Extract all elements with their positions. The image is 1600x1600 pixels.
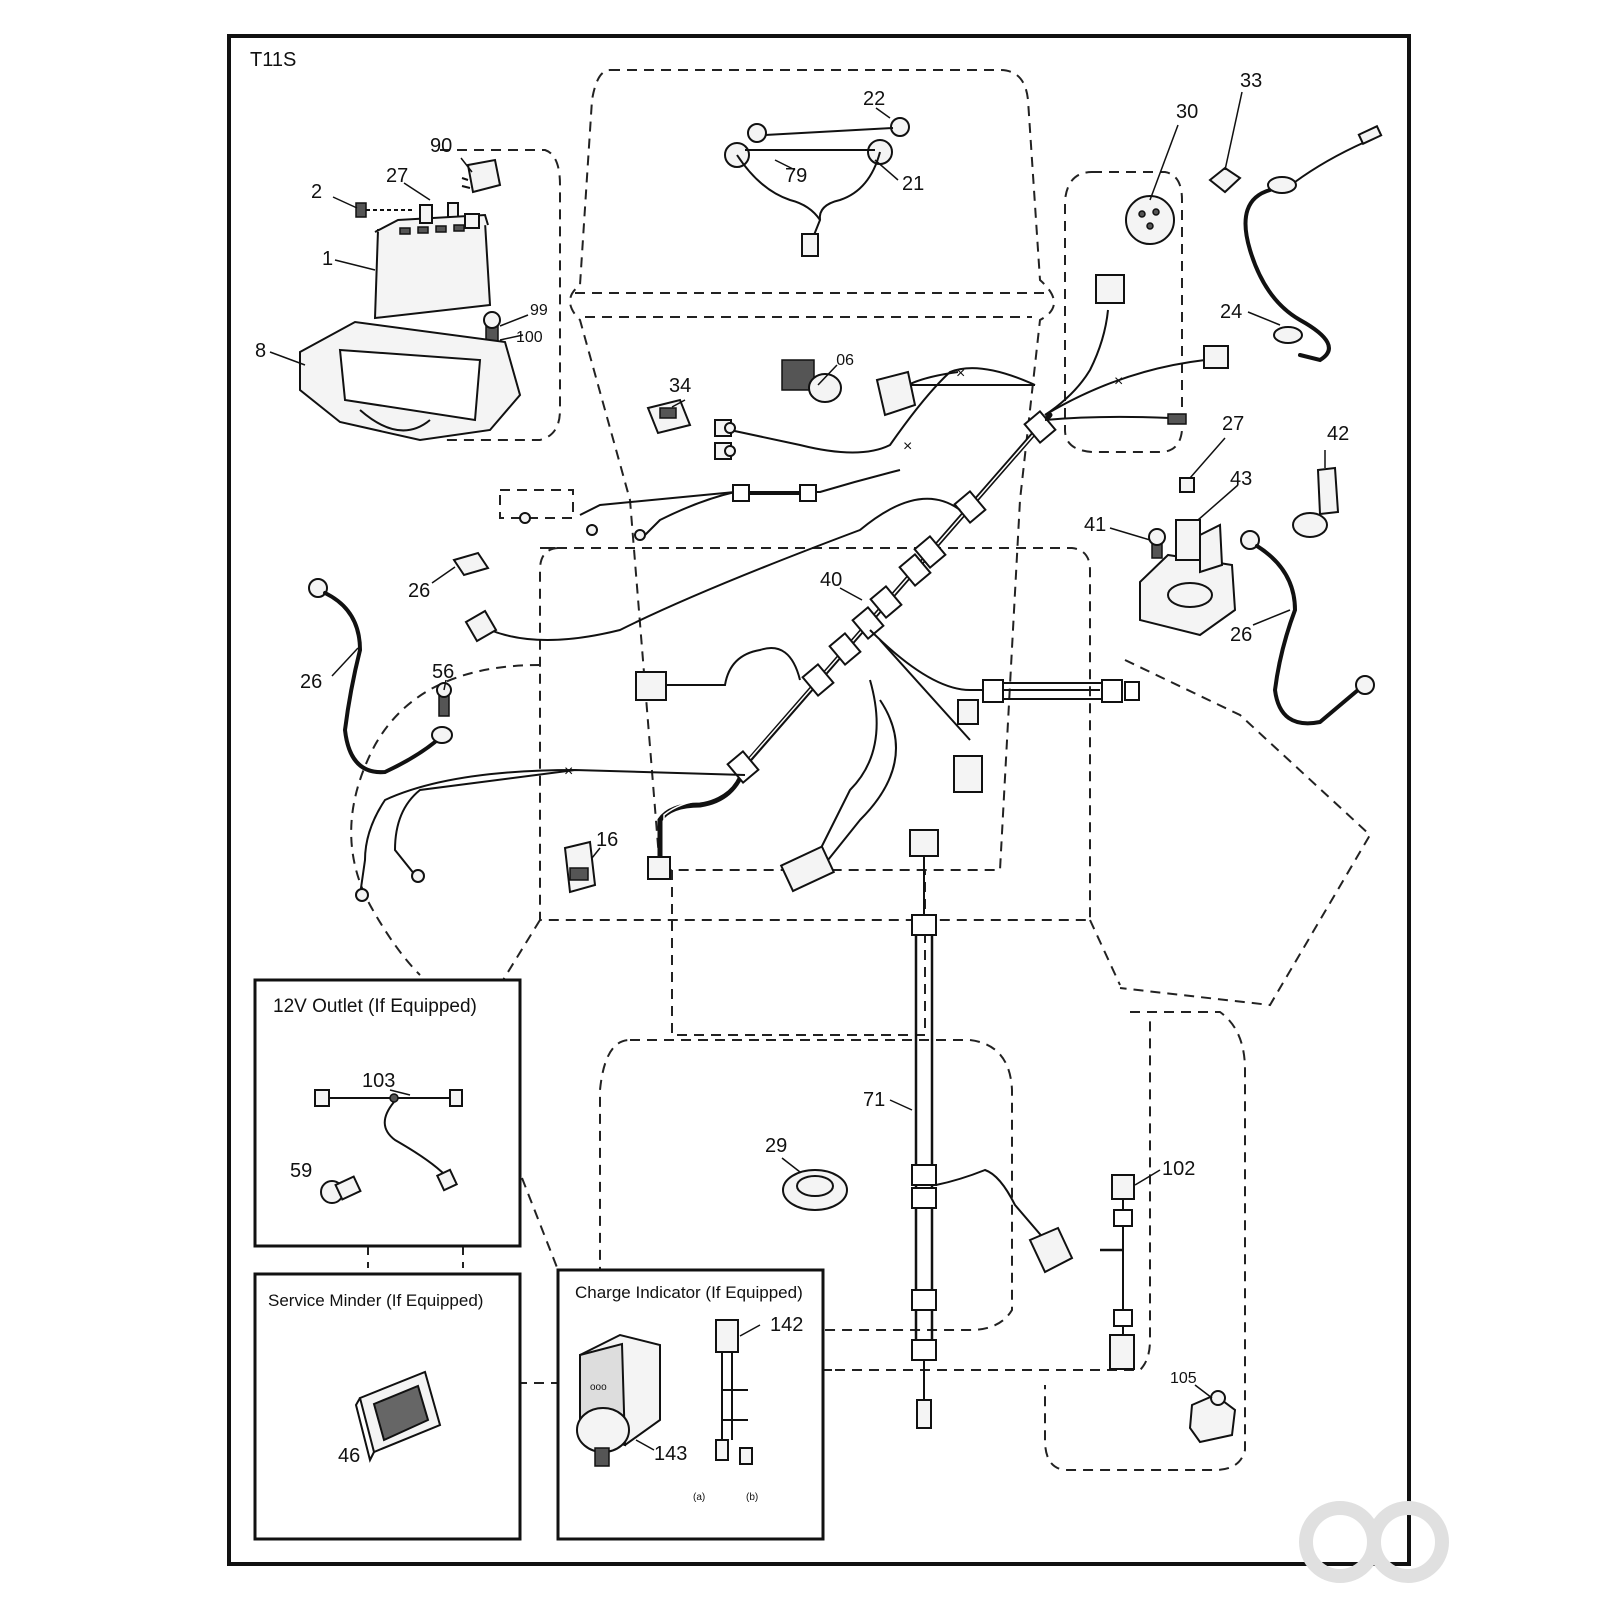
battery-tray bbox=[299, 320, 522, 442]
callout: 102 bbox=[1162, 1158, 1195, 1180]
battery-cable bbox=[1243, 124, 1383, 363]
inset-title: Service Minder (If Equipped) bbox=[268, 1291, 483, 1310]
callout: 30 bbox=[1176, 101, 1198, 123]
callout: 16 bbox=[596, 829, 618, 851]
terminal-b: (b) bbox=[746, 1492, 758, 1503]
headlight-harness bbox=[724, 117, 910, 257]
fuel-solenoid-harness bbox=[1100, 1174, 1135, 1370]
callout: 26 bbox=[300, 671, 322, 693]
inset-12v-outlet: 12V Outlet (If Equipped) 103 59 bbox=[253, 978, 522, 1248]
seat-switch bbox=[781, 359, 842, 403]
main-harness: × × × × bbox=[355, 274, 1229, 902]
callout: 24 bbox=[1220, 301, 1242, 323]
callout-labels: 1 2 8 16 21 22 24 26 26 26 27 27 29 30 3… bbox=[255, 70, 1349, 1387]
callout-leaders bbox=[269, 91, 1326, 1399]
watermark-logo bbox=[1299, 1501, 1449, 1583]
rocker-switch bbox=[646, 398, 692, 435]
pto-relay bbox=[563, 840, 597, 894]
svg-text:×: × bbox=[564, 763, 573, 780]
tractor-outline bbox=[350, 69, 1372, 1471]
callout: 1 bbox=[322, 248, 333, 270]
battery-bolt bbox=[355, 202, 459, 218]
callout: 29 bbox=[765, 1135, 787, 1157]
callout: 142 bbox=[770, 1314, 803, 1336]
inset-title: Charge Indicator (If Equipped) bbox=[575, 1283, 803, 1302]
callout: 27 bbox=[1222, 413, 1244, 435]
inset-service-minder: Service Minder (If Equipped) 46 bbox=[253, 1272, 522, 1541]
ground-cable-right bbox=[1240, 530, 1375, 726]
callout: 26 bbox=[408, 580, 430, 602]
fuse bbox=[452, 551, 490, 577]
callout: 21 bbox=[902, 173, 924, 195]
callout: 99 bbox=[530, 302, 548, 319]
callout: 34 bbox=[669, 375, 691, 397]
relay-part bbox=[461, 158, 502, 194]
decal-plate bbox=[875, 370, 917, 417]
callout: 103 bbox=[362, 1070, 395, 1092]
callout: 100 bbox=[516, 329, 543, 346]
callout: 41 bbox=[1084, 514, 1106, 536]
callout: 59 bbox=[290, 1160, 312, 1182]
ground-cable-left bbox=[308, 578, 453, 775]
diagram-frame bbox=[227, 34, 1411, 1566]
callout: 79 bbox=[785, 165, 807, 187]
callout: 42 bbox=[1327, 423, 1349, 445]
grommet bbox=[782, 1169, 848, 1211]
callout: 90 bbox=[836, 350, 854, 367]
callout: 40 bbox=[820, 569, 842, 591]
callout: 26 bbox=[1230, 624, 1252, 646]
starter-solenoid bbox=[1139, 477, 1237, 637]
ignition-switch bbox=[1125, 166, 1242, 245]
pto-harness bbox=[909, 829, 1074, 1429]
inset-title: 12V Outlet (If Equipped) bbox=[273, 996, 477, 1017]
terminal-a: (a) bbox=[693, 1492, 705, 1503]
terminal-boot bbox=[1292, 466, 1340, 538]
callout: 22 bbox=[863, 88, 885, 110]
svg-text:×: × bbox=[956, 365, 965, 382]
callout: 2 bbox=[311, 181, 322, 203]
callout: 105 bbox=[1170, 1370, 1197, 1387]
callout: 71 bbox=[863, 1089, 885, 1111]
inset-charge-indicator: Charge Indicator (If Equipped) ooo 142 1… bbox=[556, 1268, 825, 1541]
diagram-code: T11S bbox=[250, 49, 296, 71]
callout: 43 bbox=[1230, 468, 1252, 490]
regulator bbox=[1188, 1390, 1237, 1444]
callout: 143 bbox=[654, 1443, 687, 1465]
battery bbox=[373, 204, 492, 320]
callout: 46 bbox=[338, 1445, 360, 1467]
svg-text:×: × bbox=[903, 438, 912, 455]
callout: 90 bbox=[430, 135, 452, 157]
gauge-scale: ooo bbox=[590, 1382, 607, 1393]
svg-text:×: × bbox=[1114, 373, 1123, 390]
callout: 56 bbox=[432, 661, 454, 683]
callout: 33 bbox=[1240, 70, 1262, 92]
callout: 8 bbox=[255, 340, 266, 362]
callout: 27 bbox=[386, 165, 408, 187]
